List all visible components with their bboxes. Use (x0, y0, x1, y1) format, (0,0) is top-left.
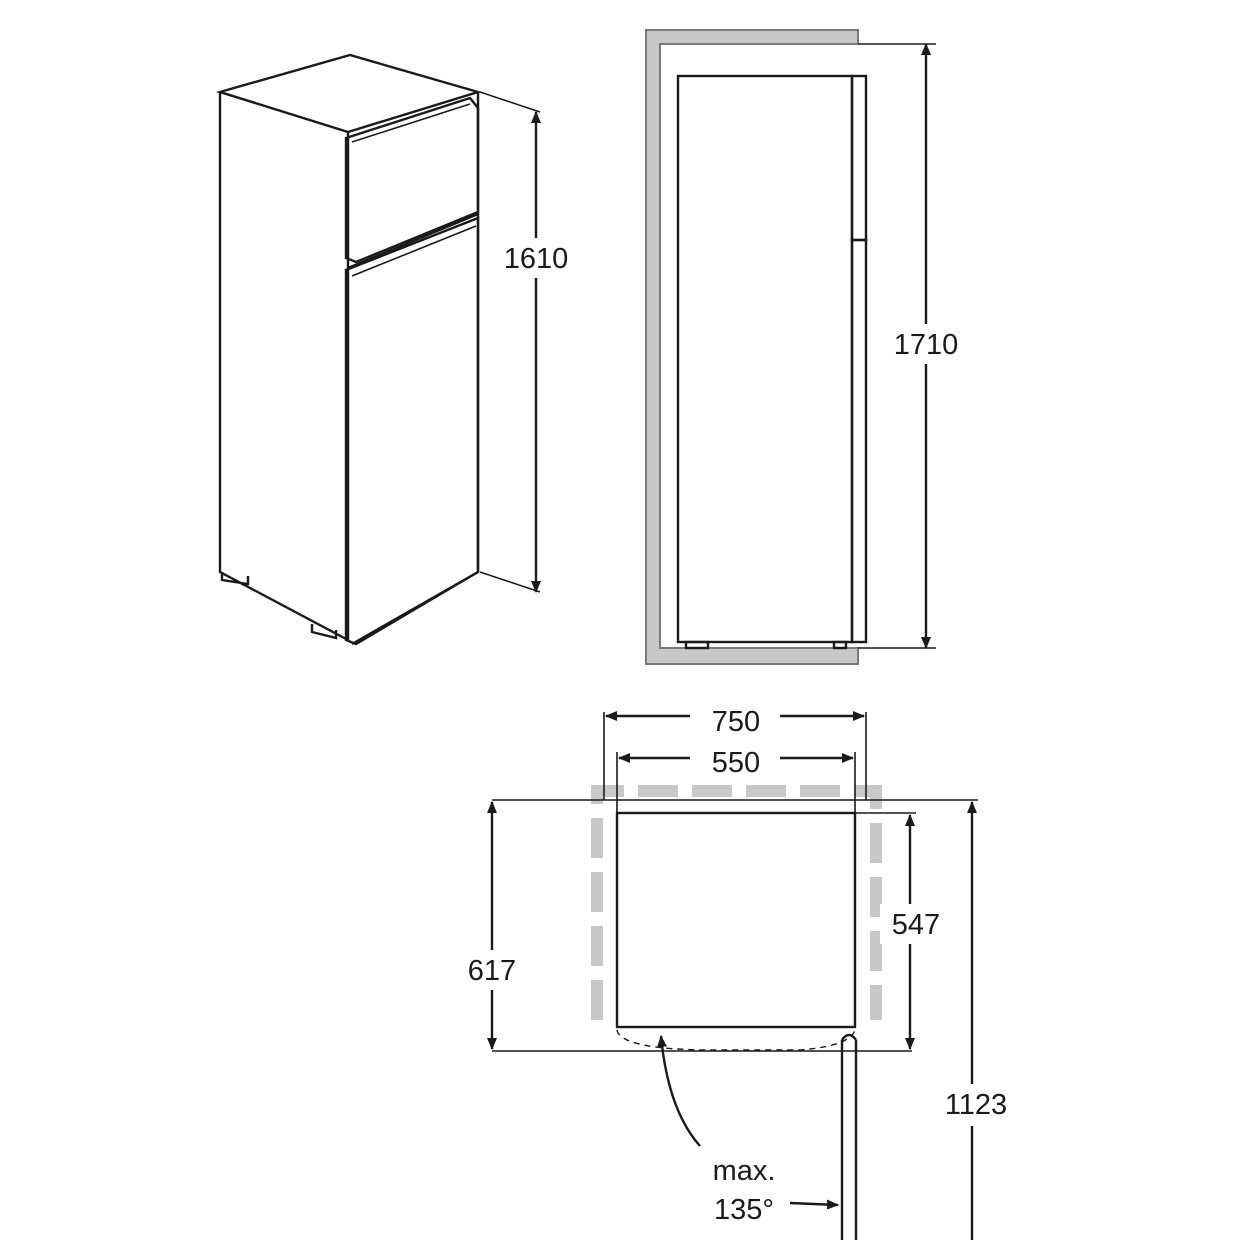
depth-door-open-label: 1123 (945, 1089, 1007, 1121)
freezer-door-side (850, 74, 868, 242)
door-swing-dashed (616, 1029, 856, 1051)
door-angle-arrow (657, 1035, 701, 1147)
fridge-door-side (850, 238, 868, 644)
fridge-foot-left (220, 572, 250, 586)
width-total-label: 750 (712, 706, 760, 738)
height-appliance-label: 1610 (504, 243, 569, 275)
freezer-door (344, 96, 480, 264)
fridge-door (344, 216, 480, 646)
door-angle-label-line1: max. (713, 1155, 776, 1187)
width-appliance-label: 550 (712, 747, 760, 779)
top-plan-view: 750 550 617 547 1123 max. 135° (456, 706, 1014, 1240)
fridge-left-side (218, 92, 349, 642)
niche-wall (645, 29, 859, 665)
fridge-isometric-view: 1610 (215, 53, 576, 646)
fridge-front-edge (351, 92, 480, 646)
niche-outline-dashed (591, 785, 882, 1020)
height-niche-label: 1710 (894, 329, 959, 361)
depth-appliance-label: 547 (892, 909, 940, 941)
fridge-foot-right (310, 624, 338, 640)
fridge-side-body (676, 74, 854, 644)
door-angle-pointer (789, 1199, 839, 1210)
niche-side-view: 1710 (645, 29, 970, 665)
depth-total-label: 617 (468, 955, 516, 987)
fridge-top-body (615, 811, 857, 1029)
door-angle-label-line2: 135° (714, 1194, 774, 1226)
fridge-top-face (215, 53, 483, 134)
